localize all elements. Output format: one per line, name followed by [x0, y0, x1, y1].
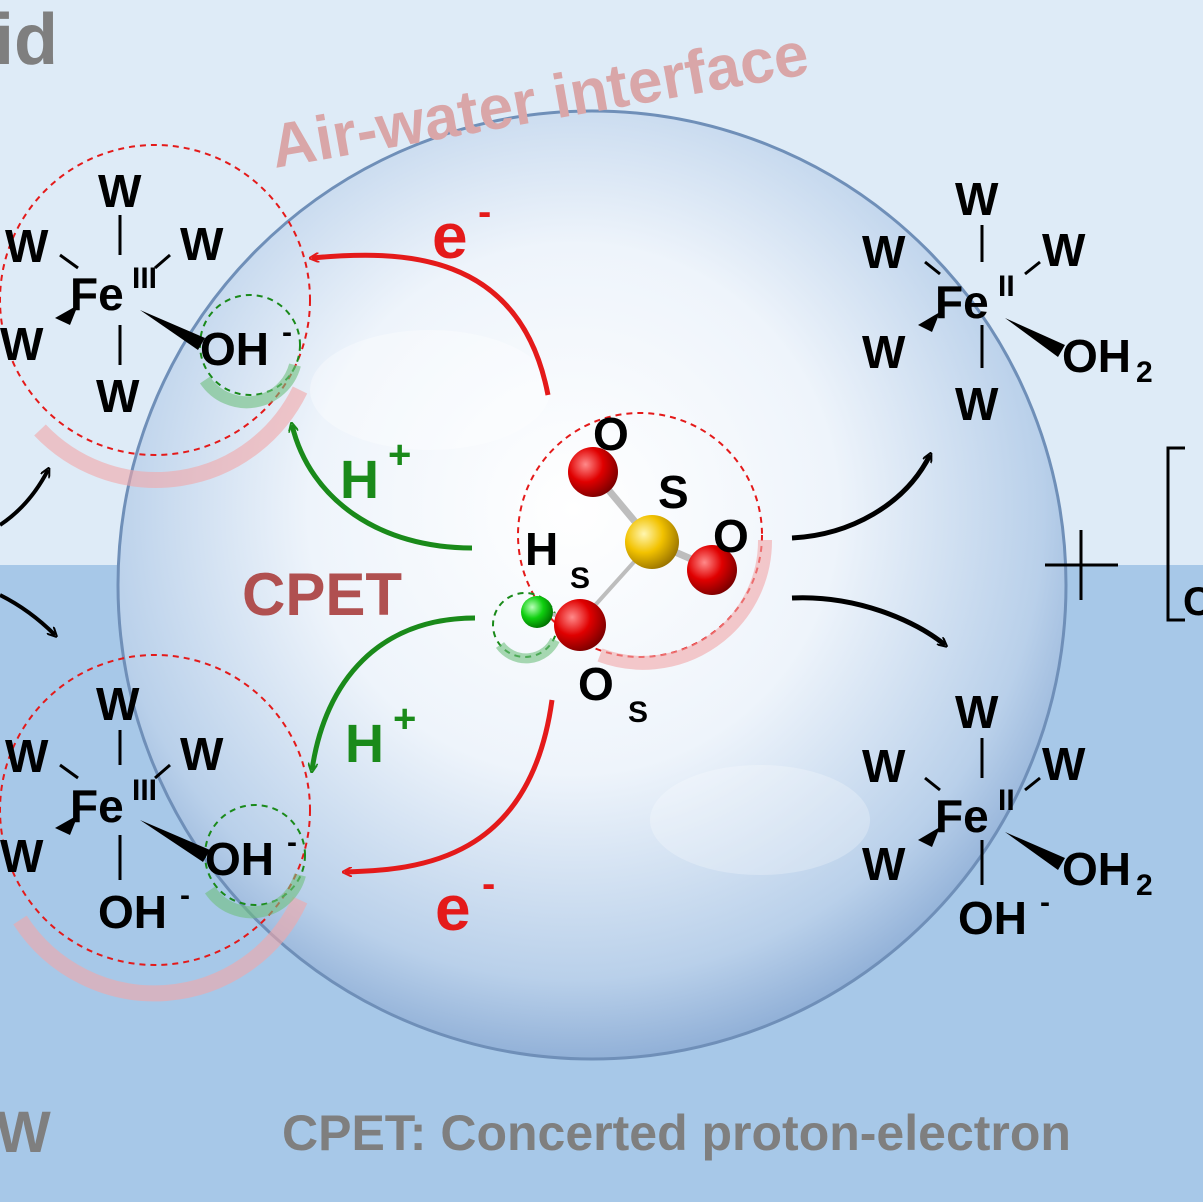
- oxygen-label-right: O: [713, 510, 749, 562]
- metal-fe: Fe: [70, 268, 124, 320]
- fe2-complex-top: W W W W W Fe II OH 2: [862, 173, 1153, 430]
- hydroxide-charge: -: [282, 316, 292, 349]
- bubble-highlight: [310, 330, 550, 450]
- oxygen-atom: [568, 447, 618, 497]
- ligand-w: W: [0, 830, 44, 882]
- droplet-bubble: [116, 109, 1068, 1061]
- oxygen-atom: [687, 545, 737, 595]
- site-shadow: [13, 896, 308, 1002]
- oxidation-state: II: [998, 784, 1015, 817]
- proton-transfer-arrow-bottom: [312, 615, 476, 770]
- proton-charge-bottom: +: [393, 697, 416, 741]
- oxidation-state: II: [998, 270, 1015, 303]
- water-ligand: OH: [1062, 330, 1131, 382]
- site-shadow: [34, 386, 308, 488]
- cpet-label: CPET: [242, 561, 402, 628]
- ligand-w: W: [96, 678, 140, 730]
- ligand-w: W: [862, 226, 906, 278]
- oxygen-label-top: O: [593, 408, 629, 460]
- sulfur-atom: [625, 515, 679, 569]
- ligand-w: W: [5, 220, 49, 272]
- ligand-w: W: [1042, 224, 1086, 276]
- proton-charge-top: +: [388, 433, 411, 477]
- ligand-w: W: [862, 838, 906, 890]
- fe3-complex-bottom: W W W W Fe III OH - OH -: [0, 654, 311, 1002]
- oxygen-bottom-subscript: S: [628, 696, 648, 729]
- metal-fe: Fe: [935, 276, 989, 328]
- hydrogen-atom: [521, 596, 553, 628]
- hydroxide-shadow: [205, 873, 306, 919]
- pathway-arrow-up: [0, 470, 48, 527]
- bracket-partial-text: C: [1183, 580, 1203, 624]
- electron-charge-top: -: [478, 190, 491, 234]
- sulfur-label: S: [658, 466, 689, 518]
- reactive-site-circle: [0, 144, 311, 456]
- product-arrow-bottom: [791, 595, 945, 645]
- ligand-w: W: [862, 740, 906, 792]
- hydrogen-label: H: [525, 523, 558, 575]
- hydroxide-ligand: OH: [200, 323, 269, 375]
- cpet-definition: CPET: Concerted proton-electron: [282, 1105, 1071, 1161]
- ligand-w: W: [98, 165, 142, 217]
- bisulfite-molecule: O S O H S O S: [492, 408, 773, 729]
- oxygen-atom: [554, 599, 606, 651]
- product-arrow-top: [791, 455, 930, 541]
- ligand-w: W: [180, 728, 224, 780]
- metal-fe: Fe: [935, 790, 989, 842]
- fe2-complex-bottom: W W W W Fe II OH 2 OH -: [862, 686, 1153, 944]
- hydroxide-shadow: [200, 363, 301, 409]
- oxidation-state: III: [132, 774, 157, 807]
- ligand-w: W: [0, 318, 44, 370]
- water-ligand: OH: [1062, 843, 1131, 895]
- electron-transfer-arrow-bottom: [345, 699, 555, 872]
- pathway-arrow-down: [0, 593, 55, 635]
- ligand-w: W: [955, 686, 999, 738]
- ligand-w: W: [96, 370, 140, 422]
- hydrogen-subscript: S: [570, 562, 590, 595]
- reactive-site-circle: [0, 654, 311, 966]
- water-subscript: 2: [1136, 869, 1153, 902]
- proton-label-top: H: [340, 450, 379, 510]
- hydroxide-ligand: OH: [205, 833, 274, 885]
- proton-label-bottom: H: [345, 714, 384, 774]
- axial-hydroxide-charge: -: [180, 879, 190, 912]
- axial-hydroxide: OH: [958, 892, 1027, 944]
- metal-fe: Fe: [70, 780, 124, 832]
- electron-charge-bottom: -: [482, 862, 495, 906]
- corner-label-top: id: [0, 0, 58, 80]
- bubble-highlight-lower: [650, 765, 870, 875]
- ligand-w: W: [5, 730, 49, 782]
- fe3-complex-top: W W W W W Fe III OH -: [0, 144, 311, 488]
- water-subscript: 2: [1136, 356, 1153, 389]
- electron-label-bottom: e: [435, 872, 471, 944]
- axial-hydroxide-charge: -: [1040, 886, 1050, 919]
- ligand-w: W: [955, 378, 999, 430]
- ligand-w: W: [862, 326, 906, 378]
- axial-hydroxide: OH: [98, 886, 167, 938]
- ligand-w: W: [180, 218, 224, 270]
- proton-transfer-arrow-top: [292, 425, 473, 551]
- molecule-site-shadow: [597, 539, 773, 670]
- hydroxide-charge: -: [287, 826, 297, 859]
- hydrogen-site-shadow: [495, 637, 560, 664]
- oxygen-label-bottom: O: [578, 658, 614, 710]
- corner-label-bottom: W: [0, 1100, 51, 1165]
- ligand-w: W: [1042, 738, 1086, 790]
- electron-transfer-arrow-top: [312, 255, 551, 396]
- oxidation-state: III: [132, 262, 157, 295]
- ligand-w: W: [955, 173, 999, 225]
- product-bracket: [1166, 446, 1185, 622]
- electron-label-top: e: [432, 200, 468, 272]
